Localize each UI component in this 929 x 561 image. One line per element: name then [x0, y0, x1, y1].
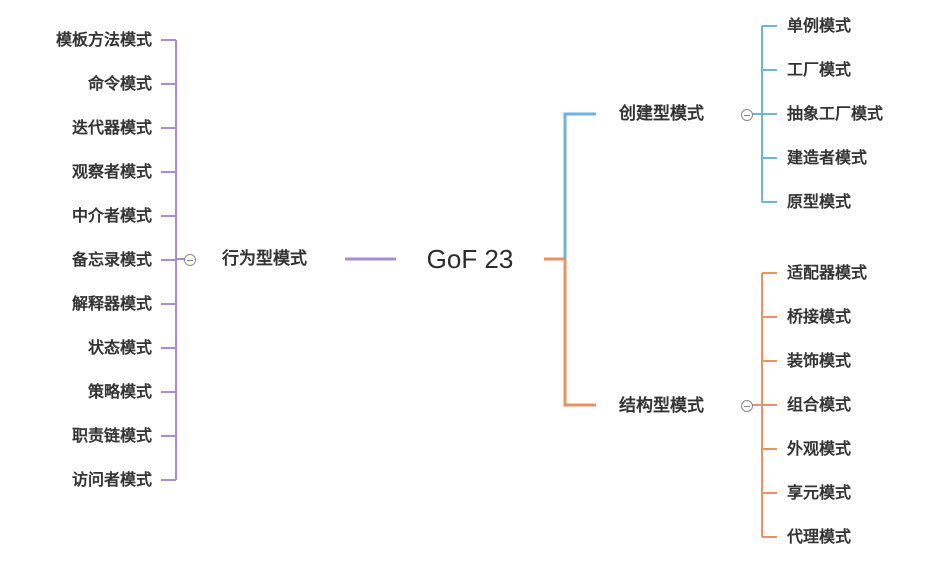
leaf-creational-1[interactable]: 工厂模式	[787, 60, 852, 79]
leaf-behavioral-0[interactable]: 模板方法模式	[55, 30, 152, 49]
leaf-creational-2[interactable]: 抽象工厂模式	[787, 104, 884, 123]
collapse-toggle-structural-icon[interactable]	[741, 400, 753, 412]
collapse-toggle-behavioral-icon[interactable]	[184, 254, 196, 266]
link-structural	[563, 259, 596, 407]
leaf-behavioral-1[interactable]: 命令模式	[87, 74, 152, 93]
leaf-behavioral-7[interactable]: 状态模式	[87, 338, 152, 357]
collapse-toggle-creational-icon[interactable]	[741, 109, 753, 121]
leaf-behavioral-4[interactable]: 中介者模式	[71, 206, 152, 225]
link-creational	[563, 112, 596, 259]
leaf-behavioral-6[interactable]: 解释器模式	[71, 294, 152, 313]
branch-node-structural[interactable]: 结构型模式	[619, 396, 704, 416]
leaf-structural-3[interactable]: 组合模式	[787, 395, 852, 414]
leaf-behavioral-9[interactable]: 职责链模式	[71, 426, 152, 445]
branch-node-creational[interactable]: 创建型模式	[619, 104, 704, 124]
branch-node-behavioral[interactable]: 行为型模式	[222, 249, 307, 269]
leaf-structural-2[interactable]: 装饰模式	[787, 351, 852, 370]
leaf-behavioral-2[interactable]: 迭代器模式	[71, 118, 152, 137]
leaf-behavioral-8[interactable]: 策略模式	[87, 382, 152, 401]
leaf-behavioral-5[interactable]: 备忘录模式	[71, 250, 152, 269]
leaf-structural-5[interactable]: 享元模式	[787, 483, 852, 502]
leaf-structural-4[interactable]: 外观模式	[787, 439, 852, 458]
leaf-structural-6[interactable]: 代理模式	[787, 527, 852, 546]
root-node-gof23[interactable]: GoF 23	[426, 244, 514, 274]
leaf-structural-1[interactable]: 桥接模式	[787, 307, 852, 326]
leaf-structural-0[interactable]: 适配器模式	[787, 263, 868, 282]
leaf-creational-3[interactable]: 建造者模式	[787, 148, 868, 167]
leaf-behavioral-10[interactable]: 访问者模式	[71, 470, 152, 489]
leaf-behavioral-3[interactable]: 观察者模式	[71, 162, 152, 181]
leaf-creational-4[interactable]: 原型模式	[787, 192, 852, 211]
leaf-creational-0[interactable]: 单例模式	[787, 16, 852, 35]
